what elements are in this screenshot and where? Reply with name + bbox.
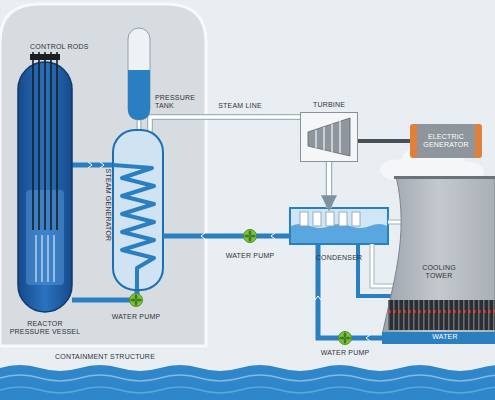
tower-outline xyxy=(382,176,495,348)
part-label: CONTROL RODS xyxy=(30,43,100,51)
part-label: WATER PUMP xyxy=(317,349,373,357)
containment-structure xyxy=(0,4,206,346)
part-label: CONTAINMENT STRUCTURE xyxy=(45,353,165,361)
part-label: STEAM LINE xyxy=(205,102,275,110)
connector xyxy=(329,162,330,208)
reactor-pressure-vessel xyxy=(18,52,72,312)
part-label: WATER PUMP xyxy=(222,252,278,260)
turbine-rotor xyxy=(300,112,358,162)
part-label: WATER PUMP xyxy=(108,313,164,321)
node-label: COOLING TOWER xyxy=(412,264,466,280)
water-pump-symbol xyxy=(244,230,257,243)
node-label: CONDENSER xyxy=(290,254,388,262)
part-label: REACTOR PRESSURE VESSEL xyxy=(8,320,82,336)
pressure-tank xyxy=(128,28,150,120)
water-pump-symbol xyxy=(339,332,352,345)
generator-box: ELECTRIC GENERATOR xyxy=(410,124,482,158)
part-label: WATER xyxy=(410,333,480,341)
condenser-vessel xyxy=(290,208,388,244)
part-label: PRESSURE TANK xyxy=(155,94,199,110)
steam-generator xyxy=(113,130,163,290)
cooling-tower: COOLING TOWER xyxy=(382,176,495,348)
water-pump-symbol xyxy=(130,294,143,307)
feedwater-pipe xyxy=(163,233,290,239)
turbine-box: TURBINE xyxy=(300,112,358,162)
steam-line-pipe xyxy=(139,117,300,132)
part-label: STEAM GENERATOR xyxy=(104,165,112,245)
sea-water xyxy=(0,365,495,400)
node-label: TURBINE xyxy=(291,101,367,109)
connector xyxy=(358,141,410,142)
node-label: ELECTRIC GENERATOR xyxy=(421,133,471,149)
condenser-box: CONDENSER xyxy=(290,208,388,244)
